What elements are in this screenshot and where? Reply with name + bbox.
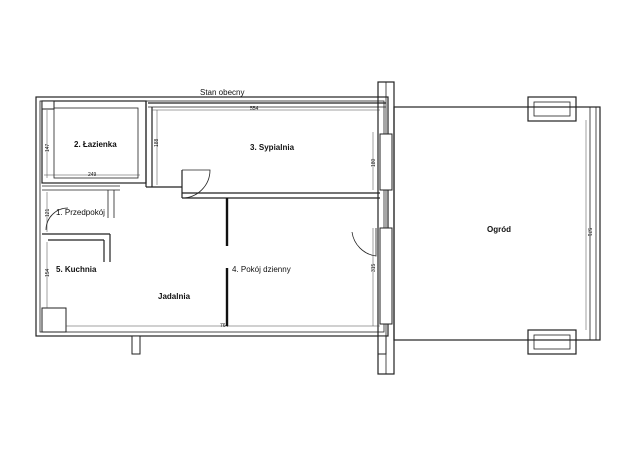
dim-top-width: 554 [250, 106, 259, 112]
garden-outline [393, 106, 601, 341]
window-sypialnia [379, 133, 393, 191]
planter-bottom-inner [533, 334, 571, 350]
room-label-przedpokoj: 1. Przedpokój [56, 208, 105, 217]
dim-przedpokoj-height: 121 [45, 208, 51, 217]
dim-bottom-width: 764 [220, 323, 229, 329]
sypialnia-door-swing [181, 169, 211, 199]
apartment-walls [35, 81, 395, 375]
balcony-door-swing [351, 228, 377, 257]
dim-lazienka-width: 249 [88, 172, 97, 178]
bottom-pillar-right [377, 335, 387, 355]
room-label-kuchnia: 5. Kuchnia [56, 265, 97, 274]
lazienka-corner [41, 100, 55, 110]
dim-pokoj-right: 315 [371, 263, 377, 272]
bottom-pillar-left [131, 335, 141, 355]
dim-sypialnia-right: 180 [371, 158, 377, 167]
outer-wall [35, 96, 389, 337]
dim-lazienka-height: 147 [45, 143, 51, 152]
outer-wall-inner [39, 100, 385, 333]
lazienka-inner [53, 107, 139, 179]
room-label-jadalnia: Jadalnia [158, 292, 191, 301]
planter-top [527, 96, 577, 122]
room-label-sypialnia: 3. Sypialnia [250, 143, 295, 152]
planter-bottom [527, 329, 577, 355]
planter-top-inner [533, 101, 571, 117]
plan-title: Stan obecny [200, 88, 244, 97]
dim-sypialnia-wall: 188 [154, 138, 160, 147]
garden [393, 96, 601, 355]
przedpokoj-door-swing [45, 207, 69, 231]
dim-ogrod-height: 571 [586, 228, 592, 237]
room-label-ogrod: Ogród [487, 225, 511, 234]
dimension-lines [44, 109, 587, 330]
room-label-lazienka: 2. Łazienka [74, 140, 117, 149]
window-pokoj [379, 227, 393, 325]
dim-kuchnia-height: 154 [45, 268, 51, 277]
kuchnia-corner-pillar [41, 307, 67, 333]
room-label-pokoj-dzienny: 4. Pokój dzienny [232, 265, 291, 274]
